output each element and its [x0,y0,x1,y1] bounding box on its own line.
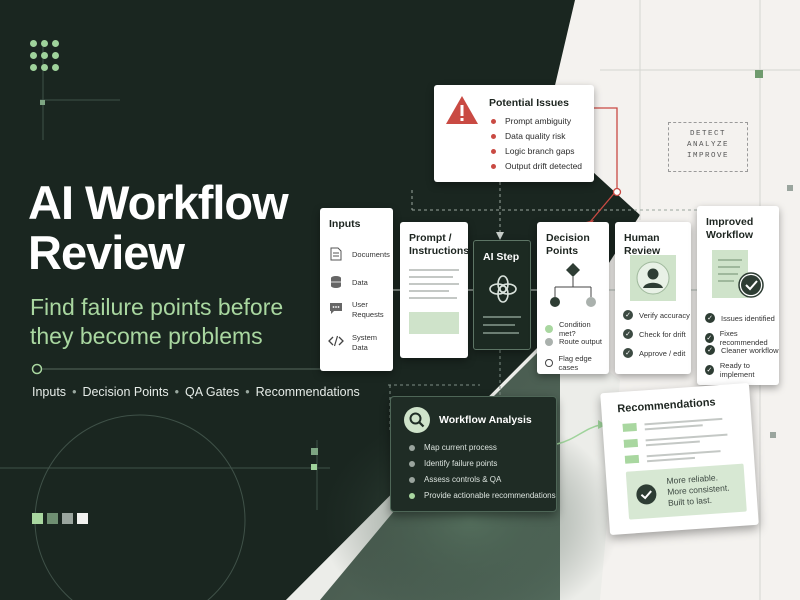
prompt-text-lines [409,269,459,334]
node-green-icon [545,325,553,333]
inputs-card: Inputs Documents Data User Requests Syst… [320,208,393,371]
analysis-item: Assess controls & QA [409,475,501,484]
hero-title-line2: Review [28,226,185,279]
analysis-item: Provide actionable recommendations [409,491,556,500]
human-review-title: Human Review [624,232,661,257]
ai-output-lines [483,316,521,334]
check-circle-icon: ✓ [623,310,633,320]
hero-subtitle: Find failure points before they become p… [30,293,350,351]
recommendation-summary: More reliable. More consistent. Built to… [666,472,730,508]
analysis-item: Map current process [409,443,497,452]
code-icon [328,333,344,349]
inputs-title: Inputs [329,218,361,230]
analysis-item: Identify failure points [409,459,497,468]
check-circle-icon: ✓ [705,313,715,323]
hero-tag: Recommendations [255,385,360,399]
ai-step-title: AI Step [483,251,520,263]
decision-item: Flag edge cases [545,354,609,372]
watermark-line: IMPROVE [686,152,729,160]
tag-separator: • [72,385,77,399]
warning-icon [446,96,478,124]
prompt-title: Prompt / Instructions [409,232,470,257]
issue-item: Output drift detected [491,161,582,171]
magnifier-icon [404,407,430,433]
issue-item: Data quality risk [491,131,565,141]
potential-issues-title: Potential Issues [489,97,569,109]
node-gray-icon [545,337,553,346]
check-circle-icon: ✓ [623,348,633,358]
improved-item: ✓Fixes recommended [705,329,768,347]
reviewer-avatar-icon [630,255,676,301]
improved-item: ✓Issues identified [705,313,775,323]
chat-icon [328,300,344,316]
recommendation-summary-box: More reliable. More consistent. Built to… [625,463,747,520]
decision-points-card: Decision Points Condition met? Route out… [537,222,609,374]
input-item: System Data [328,333,386,353]
decision-tree-icon [550,263,596,307]
review-item: ✓Verify accuracy [623,310,690,320]
decision-title: Decision Points [546,232,590,257]
hero-subtitle-line1: Find failure points before [30,294,284,320]
dot-grid-logo-icon [30,40,62,72]
hero-tag: QA Gates [185,385,240,399]
input-item: User Requests [328,300,386,320]
improved-item: ✓Cleaner workflow [705,345,779,355]
recommendations-card: Recommendations More reliable. More cons… [600,382,759,536]
input-item: Data [328,274,368,290]
recommendation-list-lines [622,417,728,464]
watermark-line: DETECT [689,130,726,138]
improved-item: ✓Ready to implement [705,361,755,379]
hero-tag: Decision Points [82,385,169,399]
check-circle-icon: ✓ [705,333,714,343]
swatch [32,513,43,524]
approved-document-icon [712,250,764,298]
watermark-line: ANALYZE [686,141,729,149]
prompt-instructions-card: Prompt / Instructions [400,222,470,358]
hero-divider [31,363,360,375]
review-item: ✓Check for drift [623,329,686,339]
recommendations-title: Recommendations [616,396,716,416]
swatch [77,513,88,524]
hero-tag-list: Inputs • Decision Points • QA Gates • Recommen… [32,385,360,399]
hero-title-line1: AI Workflow [28,176,289,229]
hero-tag: Inputs [32,385,67,399]
check-circle-icon: ✓ [705,365,714,375]
issue-item: Prompt ambiguity [491,116,571,126]
decision-item: Condition met? [545,320,609,338]
hero-subtitle-line2: they become problems [30,323,263,349]
ai-step-card: AI Step [473,240,531,350]
workflow-analysis-card: Workflow Analysis Map current process Id… [390,396,557,512]
node-outline-icon [545,359,553,367]
color-swatches [32,513,88,524]
swatch [47,513,58,524]
swatch [62,513,73,524]
ai-knot-icon [489,275,517,303]
workflow-analysis-title: Workflow Analysis [439,414,532,426]
check-circle-icon [636,484,657,505]
database-icon [328,274,344,290]
improved-workflow-card: Improved Workflow ✓Issues identified ✓Fi… [697,206,779,385]
human-review-card: Human Review ✓Verify accuracy ✓Check for… [615,222,691,374]
check-circle-icon: ✓ [705,345,715,355]
tag-separator: • [245,385,250,399]
input-item: Documents [328,246,390,262]
review-item: ✓Approve / edit [623,348,685,358]
decision-item: Route output [545,337,602,346]
document-icon [328,246,344,262]
potential-issues-card: Potential Issues Prompt ambiguity Data q… [434,85,594,182]
improved-title: Improved Workflow [706,216,754,241]
detect-analyze-improve-box: DETECT ANALYZE IMPROVE [668,122,748,172]
check-circle-icon: ✓ [623,329,633,339]
hero-title: AI Workflow Review [28,178,358,278]
issue-item: Logic branch gaps [491,146,574,156]
tag-separator: • [174,385,179,399]
